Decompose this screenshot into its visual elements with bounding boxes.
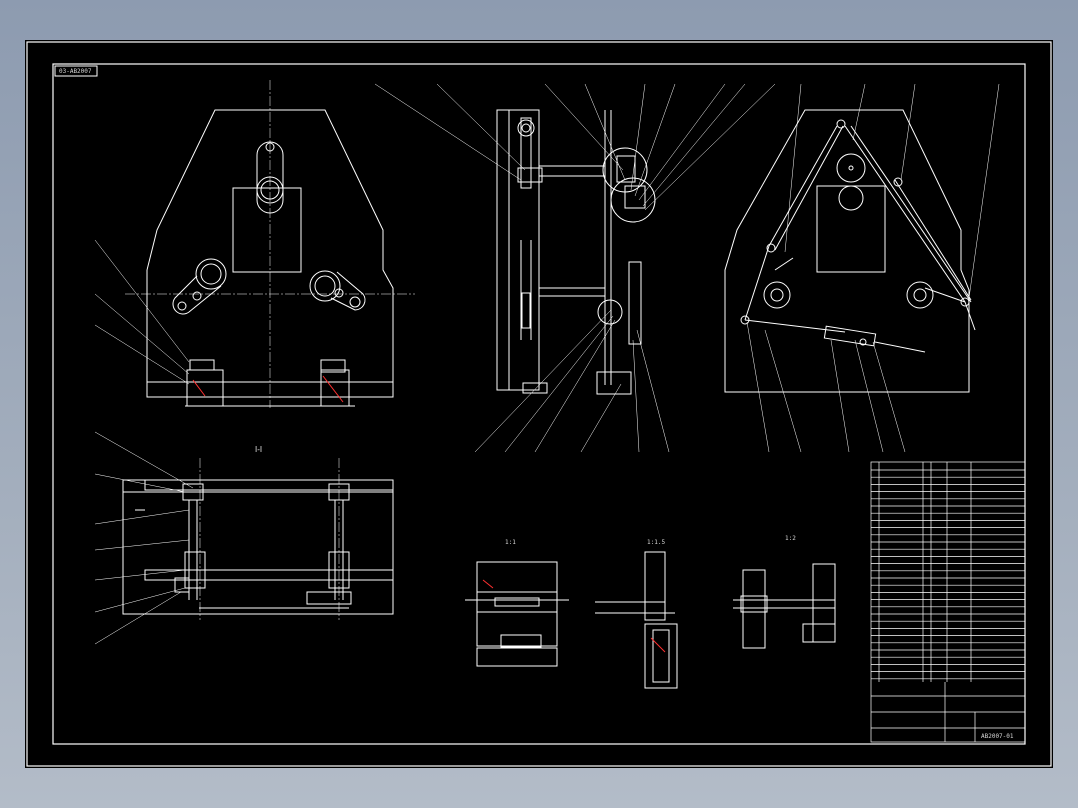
leader-line [852,83,866,141]
leader-line [94,239,190,363]
leader-line [94,431,194,489]
leader-line [544,83,624,171]
leader-line [642,83,746,207]
leader-line [784,83,802,253]
leader-line [872,341,906,453]
leader-line [968,83,1000,299]
leader-line [584,83,626,181]
center-lines [125,80,415,620]
leader-lines [94,83,1000,645]
leader-line [636,329,670,453]
leader-line [374,83,522,181]
section-i-i [122,479,394,615]
leader-line [94,587,186,613]
leader-line [534,319,616,453]
leader-line [94,324,190,385]
leader-line [436,83,526,171]
technical-drawing: 03-AB2007 I-I 1:1 1:1.5 1:2 AB2007-01 [26,41,1052,767]
front-view [146,109,394,407]
leader-line [644,83,776,211]
leader-line [94,539,190,551]
leader-line [94,591,182,645]
leader-line [94,569,186,581]
leader-line [638,83,726,201]
leader-line [900,83,916,181]
leader-line [474,309,612,453]
detail-2 [595,551,678,689]
sheet-code-box [54,65,98,77]
leader-line [504,315,614,453]
detail-1-label: 1:1 [505,539,516,546]
detail-2-label: 1:1.5 [647,539,665,546]
inner-border [52,63,1026,745]
leader-line [746,321,770,453]
detail-1 [465,561,569,667]
leader-line [94,473,186,493]
outer-border [26,41,1052,767]
leader-line [630,83,646,191]
drawing-number: AB2007-01 [981,733,1014,740]
leader-line [94,293,190,375]
leader-line [854,339,884,453]
side-view [496,109,656,395]
bill-of-materials [870,461,1026,743]
leader-line [830,339,850,453]
cad-drawing-sheet: 03-AB2007 I-I 1:1 1:1.5 1:2 AB2007-01 [25,40,1053,768]
leader-line [580,383,622,453]
detail-3 [733,563,836,649]
sheet-code: 03-AB2007 [59,68,92,75]
leader-line [764,329,802,453]
detail-3-label: 1:2 [785,535,796,542]
hatching-marks [192,375,666,653]
left-view [724,109,976,393]
section-label: I-I [255,445,262,454]
leader-line [632,339,640,453]
leader-line [94,509,190,525]
leader-line [634,83,676,197]
